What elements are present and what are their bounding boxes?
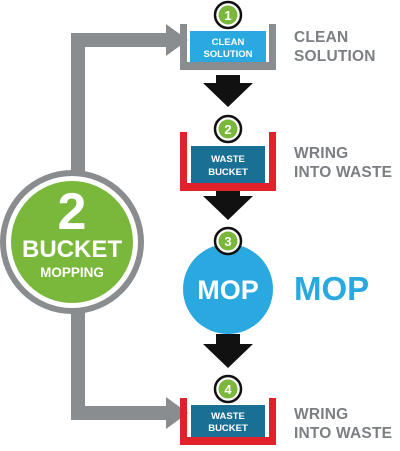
step-1-label: CLEAN SOLUTION: [294, 29, 376, 65]
step-2-label: WRING INTO WASTE: [294, 145, 393, 181]
mop-circle-text: MOP: [197, 275, 259, 305]
bucket-1-text-1: CLEAN: [212, 37, 245, 48]
flow-arrows: [203, 75, 253, 368]
step-3-label: MOP: [294, 270, 370, 307]
step-3-number: 3: [224, 234, 231, 249]
step-1-bucket: CLEAN SOLUTION: [180, 24, 276, 70]
mop-circle: [183, 244, 273, 334]
step-4-badge: 4: [213, 374, 243, 404]
step-1-number: 1: [224, 8, 231, 23]
hub-number: 2: [58, 183, 87, 241]
clean-solution-liquid: [190, 31, 266, 62]
down-arrow-2: [203, 188, 253, 220]
bucket-4-text-2: BUCKET: [208, 423, 248, 434]
bucket-2-text-2: BUCKET: [208, 167, 248, 178]
bucket-2-text-1: WASTE: [211, 154, 245, 165]
hub-line1: BUCKET: [22, 236, 122, 263]
step-2-bucket: WASTE BUCKET: [180, 132, 276, 191]
step-1-badge: 1: [213, 0, 243, 30]
connector-arrowhead-top: [166, 24, 188, 56]
connector-arrowhead-bottom: [166, 397, 188, 429]
hub-green-disc: [11, 181, 133, 303]
hub-badge: 2 BUCKET MOPPING: [0, 170, 144, 314]
down-arrow-3: [203, 334, 253, 368]
step-2-badge: 2: [213, 114, 243, 144]
bucket-4-text-1: WASTE: [211, 411, 245, 422]
step-4-bucket: WASTE BUCKET: [180, 398, 276, 445]
step-4-number: 4: [224, 382, 232, 397]
step-3-badge: 3: [213, 226, 243, 256]
waste-liquid-2: [191, 405, 265, 437]
step-2-number: 2: [224, 122, 231, 137]
hub-line2: MOPPING: [40, 265, 104, 280]
step-3-mop: MOP: [183, 244, 273, 334]
step-4-label: WRING INTO WASTE: [294, 406, 393, 442]
down-arrow-1: [203, 75, 253, 107]
loop-connector: [71, 24, 188, 429]
bucket-1-text-2: SOLUTION: [203, 49, 252, 60]
waste-liquid-1: [191, 146, 265, 183]
